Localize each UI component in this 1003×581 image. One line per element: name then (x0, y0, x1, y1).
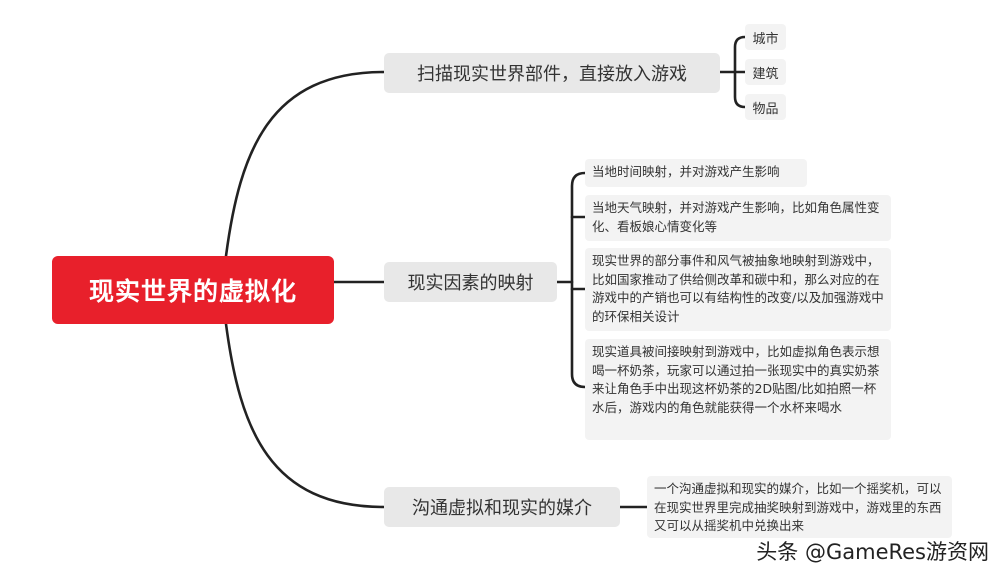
leaf-node-city[interactable]: 城市 (745, 24, 786, 50)
watermark: 头条 @GameRes游资网 (756, 540, 989, 564)
leaf-node-item[interactable]: 物品 (745, 94, 786, 120)
branch-label: 现实因素的映射 (407, 273, 534, 294)
leaf-label: 现实世界的部分事件和风气被抽象地映射到游戏中，比如国家推动了供给侧改革和碳中和，… (592, 253, 884, 324)
root-node[interactable]: 现实世界的虚拟化 (52, 256, 334, 324)
leaf-node-building[interactable]: 建筑 (745, 59, 786, 85)
branch-label: 扫描现实世界部件，直接放入游戏 (417, 64, 687, 85)
leaf-node-time-mapping[interactable]: 当地时间映射，并对游戏产生影响 (585, 159, 807, 187)
leaf-label: 建筑 (752, 66, 779, 82)
leaf-label: 一个沟通虚拟和现实的媒介，比如一个摇奖机，可以在现实世界里完成抽奖映射到游戏中，… (654, 481, 942, 533)
branch-node-mapping[interactable]: 现实因素的映射 (384, 262, 557, 302)
leaf-label: 城市 (752, 31, 779, 47)
link-root-branch-3 (224, 322, 386, 509)
leaf-node-weather-mapping[interactable]: 当地天气映射，并对游戏产生影响，比如角色属性变化、看板娘心情变化等 (585, 195, 891, 241)
leaf-label: 当地时间映射，并对游戏产生影响 (592, 164, 780, 179)
leaf-label: 当地天气映射，并对游戏产生影响，比如角色属性变化、看板娘心情变化等 (592, 200, 880, 234)
leaf-label: 物品 (752, 101, 779, 117)
branch-node-scan[interactable]: 扫描现实世界部件，直接放入游戏 (384, 53, 720, 93)
link-branch-2-bracket (570, 171, 587, 389)
link-root-branch-1 (224, 70, 386, 258)
leaf-node-item-mapping[interactable]: 现实道具被间接映射到游戏中，比如虚拟角色表示想喝一杯奶茶，玩家可以通过拍一张现实… (585, 339, 891, 440)
leaf-node-lottery-machine[interactable]: 一个沟通虚拟和现实的媒介，比如一个摇奖机，可以在现实世界里完成抽奖映射到游戏中，… (647, 476, 952, 538)
leaf-node-event-mapping[interactable]: 现实世界的部分事件和风气被抽象地映射到游戏中，比如国家推动了供给侧改革和碳中和，… (585, 248, 891, 331)
branch-label: 沟通虚拟和现实的媒介 (412, 498, 592, 519)
leaf-label: 现实道具被间接映射到游戏中，比如虚拟角色表示想喝一杯奶茶，玩家可以通过拍一张现实… (592, 344, 880, 415)
branch-node-medium[interactable]: 沟通虚拟和现实的媒介 (384, 487, 620, 527)
root-label: 现实世界的虚拟化 (88, 277, 297, 306)
